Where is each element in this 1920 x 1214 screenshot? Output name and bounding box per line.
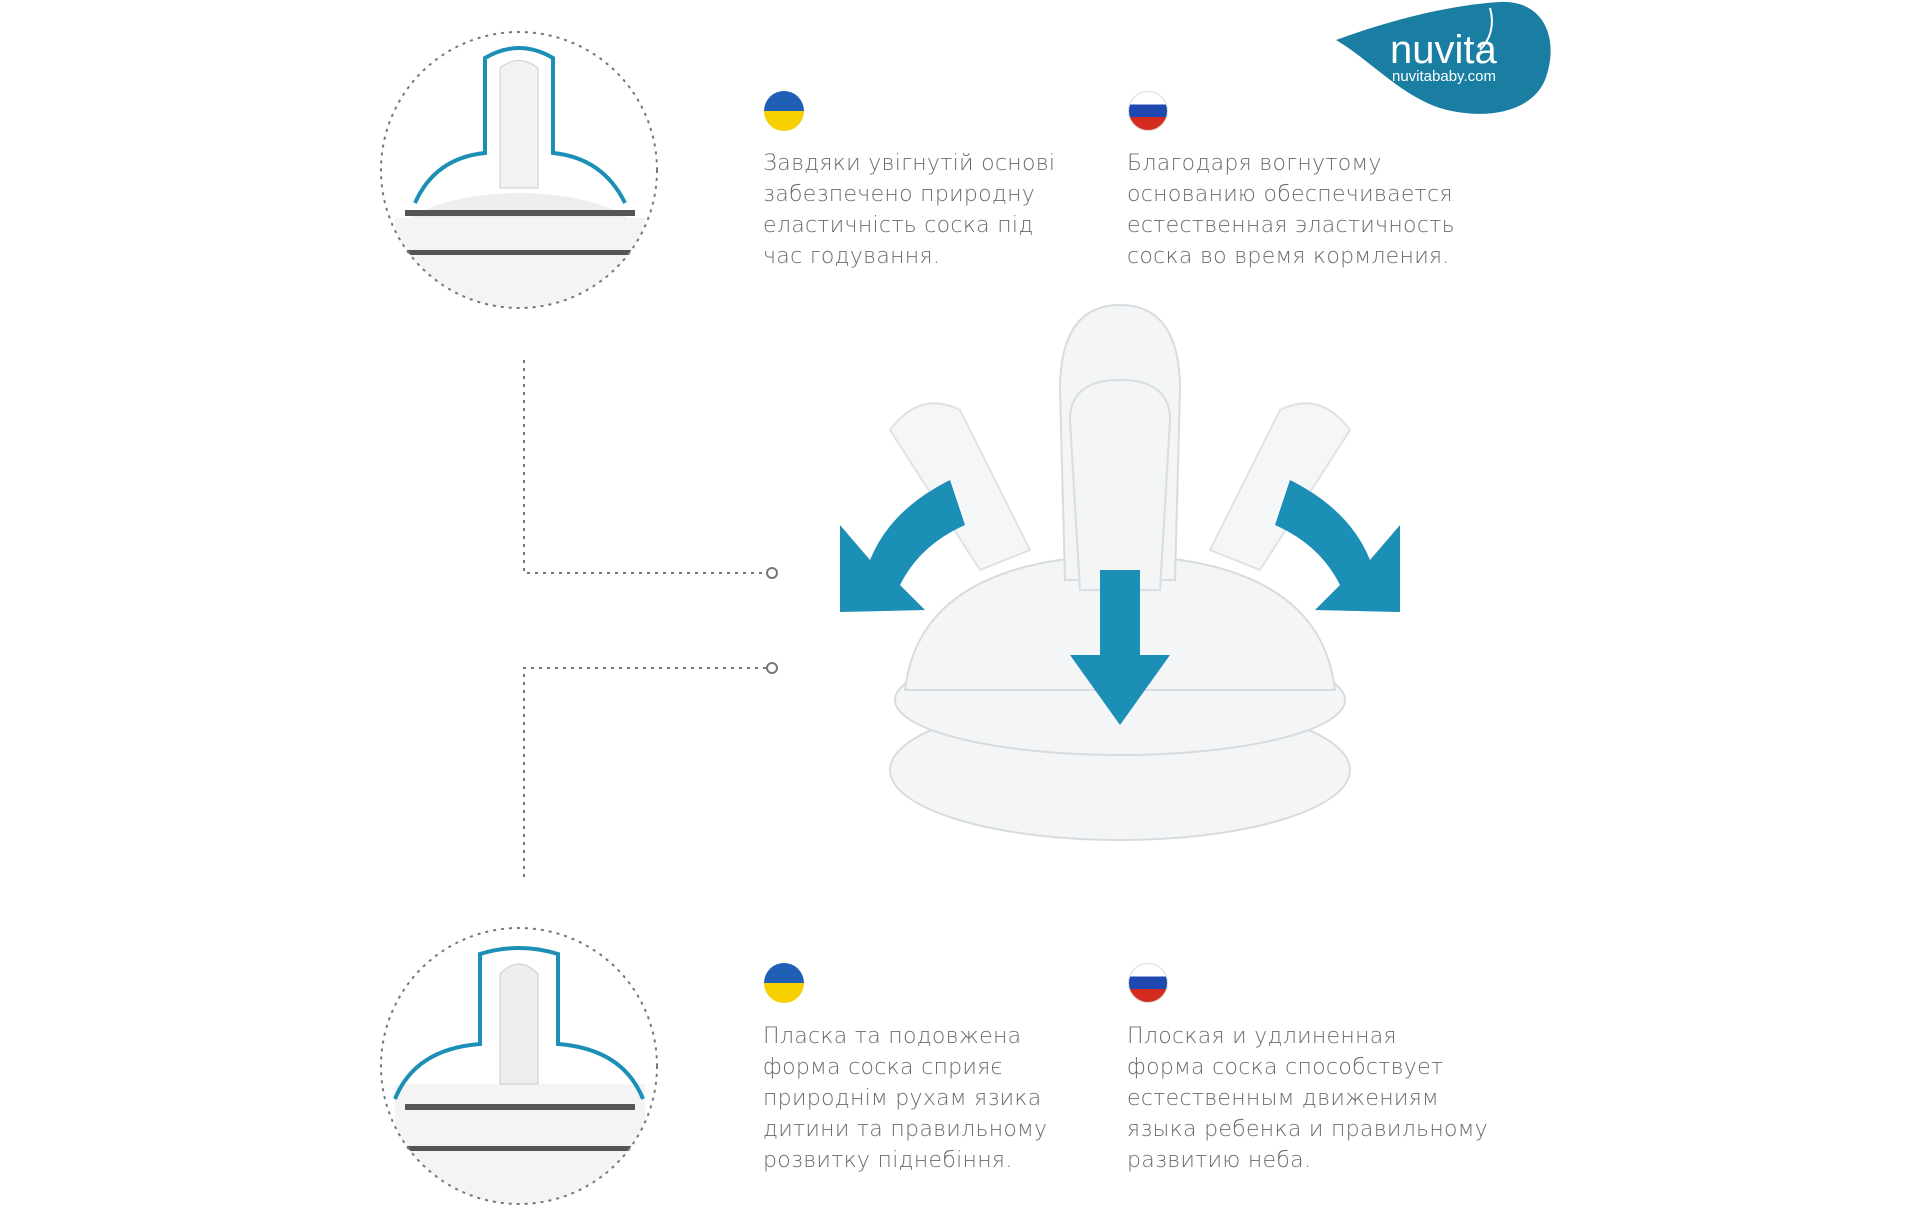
ukraine-flag-icon [764, 91, 804, 131]
nipple-detail-bottom [380, 927, 658, 1205]
russia-flag-icon [1128, 963, 1168, 1003]
logo-url: nuvitababy.com [1392, 68, 1496, 85]
arrows [840, 480, 1400, 725]
russia-flag-icon [1128, 91, 1168, 131]
nipple-illustration [840, 303, 1400, 841]
ukraine-flag-icon [764, 963, 804, 1003]
logo-text: nuvita [1390, 28, 1497, 72]
nuvita-logo [1336, 1, 1551, 114]
nipple-detail-top [380, 31, 658, 309]
